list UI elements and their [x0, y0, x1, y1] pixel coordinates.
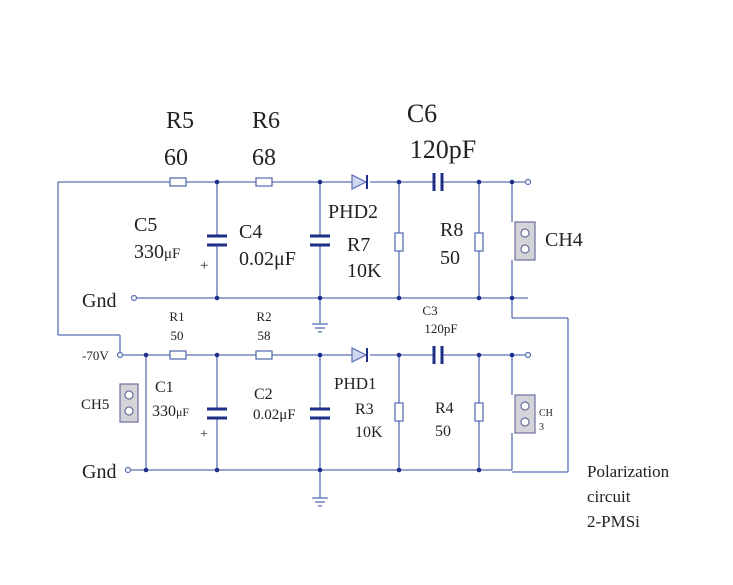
r7-value: 10K	[347, 260, 382, 282]
r6-resistor	[255, 177, 273, 187]
ch5-label: CH5	[81, 397, 109, 413]
top-gnd-label: Gnd	[82, 290, 116, 312]
r5-value: 60	[164, 145, 188, 171]
r3-name: R3	[355, 401, 374, 418]
top-terminal-right	[524, 178, 532, 186]
c3-capacitor	[432, 346, 444, 364]
r2-resistor	[255, 350, 273, 360]
r4-resistor	[474, 402, 484, 422]
r2-value: 58	[258, 328, 271, 343]
phd1-diode	[351, 347, 368, 363]
bottom-ground-symbol	[312, 497, 328, 507]
r1-value: 50	[171, 328, 184, 343]
r8-name: R8	[440, 219, 463, 241]
c1-capacitor	[207, 407, 227, 420]
r6-name: R6	[252, 108, 280, 134]
ch3-connector	[514, 394, 536, 434]
ch4-connector	[514, 221, 536, 261]
top-wires	[57, 181, 569, 473]
c2-name: C2	[254, 386, 273, 403]
c1-polarity: +	[200, 427, 208, 442]
r7-resistor	[394, 232, 404, 252]
ch3-label-line1: CH	[539, 408, 553, 419]
c4-capacitor	[310, 234, 330, 247]
top-circuit: R5 60 R6 68 C6 120pF C5 330μF + C4 0.02μ…	[57, 99, 583, 473]
phd2-label: PHD2	[328, 201, 378, 223]
c5-capacitor	[207, 234, 227, 247]
ch4-label: CH4	[545, 229, 583, 251]
c3-value: 120pF	[424, 321, 457, 336]
bottom-gnd-terminal	[124, 466, 132, 474]
r7-name: R7	[347, 234, 370, 256]
caption-line3: 2-PMSi	[587, 512, 640, 531]
c2-value: 0.02μF	[253, 407, 296, 423]
c2-capacitor	[310, 407, 330, 420]
r1-name: R1	[169, 309, 184, 324]
r5-resistor	[169, 177, 187, 187]
bottom-circuit: R1 50 R2 58 C3 120pF -70V CH5 C1 330μF +…	[81, 303, 553, 507]
bottom-wires	[120, 354, 528, 498]
ch5-connector	[119, 383, 139, 423]
c4-name: C4	[239, 221, 262, 243]
r4-name: R4	[435, 400, 454, 417]
phd1-label: PHD1	[334, 374, 377, 393]
ch3-label-line2: 3	[539, 422, 544, 433]
top-gnd-terminal	[130, 294, 138, 302]
r2-name: R2	[256, 309, 271, 324]
caption: Polarization circuit 2-PMSi	[587, 462, 670, 531]
bottom-terminal-right	[524, 351, 532, 359]
r3-resistor	[394, 402, 404, 422]
r8-resistor	[474, 232, 484, 252]
bottom-gnd-label: Gnd	[82, 461, 116, 483]
c6-capacitor	[432, 173, 444, 191]
r5-name: R5	[166, 108, 194, 134]
c1-name: C1	[155, 379, 174, 396]
c1-value: 330μF	[152, 403, 189, 420]
c3-name: C3	[422, 303, 437, 318]
r6-value: 68	[252, 145, 276, 171]
bottom-junction-nodes	[143, 352, 515, 473]
top-junction-nodes	[214, 179, 515, 301]
top-ground-symbol	[312, 323, 328, 333]
r4-value: 50	[435, 423, 451, 440]
c6-name: C6	[407, 99, 437, 128]
caption-line1: Polarization	[587, 462, 670, 481]
c5-polarity: +	[200, 258, 208, 274]
r1-resistor	[169, 350, 187, 360]
r8-value: 50	[440, 247, 460, 269]
phd2-diode	[351, 174, 368, 190]
c5-name: C5	[134, 214, 157, 236]
caption-line2: circuit	[587, 487, 631, 506]
c4-value: 0.02μF	[239, 248, 296, 270]
c5-value: 330μF	[134, 241, 180, 263]
r3-value: 10K	[355, 424, 383, 441]
supply-terminal	[116, 351, 124, 359]
supply-label: -70V	[82, 348, 109, 363]
c6-value: 120pF	[410, 135, 476, 164]
